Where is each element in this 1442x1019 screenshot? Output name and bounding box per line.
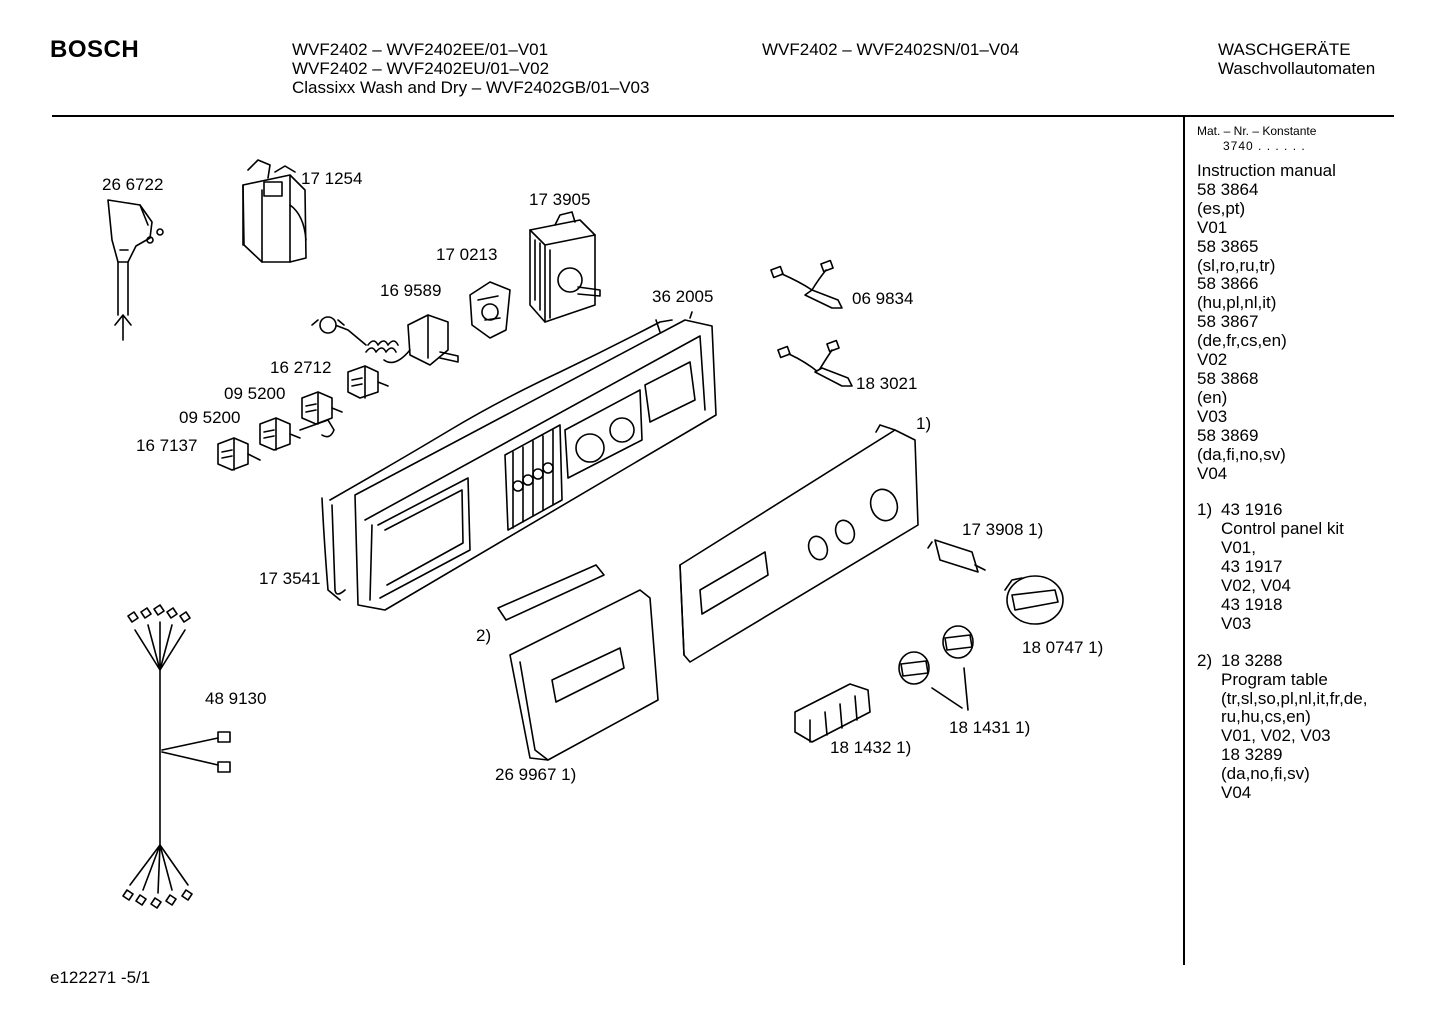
- part-label: 18 1431 1): [949, 718, 1031, 737]
- footnote-line: 18 3288: [1221, 650, 1283, 670]
- header-divider: [52, 115, 1394, 117]
- sidebar: Mat. – Nr. – Konstante 3740 . . . . . . …: [1197, 124, 1397, 821]
- pushbutton-switch-drawing: [218, 438, 260, 470]
- category-subline: Waschvollautomaten: [1218, 59, 1376, 78]
- footnote-line: Program table: [1221, 669, 1328, 689]
- footnote-mark: 2): [1197, 650, 1213, 670]
- part-label: 26 9967 1): [495, 765, 577, 784]
- part-label: 17 0213: [436, 245, 498, 264]
- wiring-harness-drawing: [123, 605, 230, 908]
- footnote: 1) 43 1916 Control panel kit V01, 43 191…: [1197, 500, 1397, 633]
- seal-drawing: [300, 320, 672, 600]
- footnote-line: V02, V04: [1221, 576, 1291, 596]
- control-panel-housing-drawing: [355, 312, 716, 610]
- manual-line: Instruction manual: [1197, 161, 1336, 180]
- footnote-line: 43 1916: [1221, 500, 1283, 520]
- footnote-line: Control panel kit: [1221, 519, 1344, 539]
- part-label: 16 2712: [270, 358, 332, 377]
- indicator-lamp-drawing: [928, 540, 985, 572]
- part-label: 18 1432 1): [830, 738, 912, 757]
- manual-line: 58 3868: [1197, 368, 1259, 388]
- category-title: WASCHGERÄTE Waschvollautomaten: [1218, 40, 1375, 78]
- thermostat-drawing: [312, 315, 458, 365]
- selector-knob-drawing: [1005, 576, 1063, 624]
- document-code: e122271 -5/1: [50, 968, 151, 987]
- part-label: 17 3541: [259, 569, 321, 588]
- part-label: 48 9130: [205, 689, 267, 708]
- footnote: 2) 18 3288 Program table (tr,sl,so,pl,nl…: [1197, 650, 1397, 803]
- program-table-strip-drawing: [498, 565, 604, 620]
- footnote-line: V03: [1221, 613, 1252, 633]
- footnote-line: V04: [1221, 783, 1252, 803]
- manual-line: (sl,ro,ru,tr): [1197, 255, 1276, 275]
- control-panel-front-drawing: [680, 425, 918, 662]
- part-label: 18 0747 1): [1022, 638, 1104, 657]
- footnote-line: 43 1917: [1221, 557, 1283, 577]
- part-label: 26 6722: [102, 175, 164, 194]
- footnote-line: 43 1918: [1221, 594, 1283, 614]
- mains-plug-drawing: [108, 200, 163, 340]
- manual-line: (hu,pl,nl,it): [1197, 293, 1277, 313]
- part-label: 17 1254: [301, 169, 363, 188]
- part-label: 09 5200: [224, 384, 286, 403]
- footnote-line: (tr,sl,so,pl,nl,it,fr,de,: [1221, 688, 1368, 708]
- footnote-line: ru,hu,cs,en): [1221, 707, 1311, 727]
- part-label: 16 9589: [380, 281, 442, 300]
- footnote-line: (da,no,fi,sv): [1221, 764, 1310, 784]
- bosch-logo: BOSCH: [50, 36, 140, 63]
- manual-line: (en): [1197, 387, 1228, 407]
- pushbutton-switch-drawing: [302, 392, 342, 424]
- manual-line: (da,fi,no,sv): [1197, 444, 1286, 464]
- footnote-marker: 1): [916, 414, 932, 433]
- manual-line: 58 3865: [1197, 236, 1259, 256]
- wiring-sensor-drawing: [778, 341, 852, 386]
- manual-line: V04: [1197, 463, 1228, 483]
- footnote-line: V01, V02, V03: [1221, 726, 1331, 746]
- manual-line: V01: [1197, 217, 1228, 237]
- part-label: 09 5200: [179, 408, 241, 427]
- part-label: 06 9834: [852, 289, 914, 308]
- exploded-parts-diagram: [0, 0, 1180, 1019]
- category-line: WASCHGERÄTE: [1218, 40, 1351, 59]
- manual-line: (es,pt): [1197, 198, 1246, 218]
- switch-drawing: [470, 282, 510, 338]
- drawer-handle-drawing: [510, 590, 658, 760]
- manual-list: Instruction manual 58 3864 (es,pt) V01 5…: [1197, 161, 1397, 483]
- manual-line: 58 3867: [1197, 312, 1259, 332]
- footnotes: 1) 43 1916 Control panel kit V01, 43 191…: [1197, 500, 1397, 803]
- part-label: 18 3021: [856, 374, 918, 393]
- model-line: WVF2402 – WVF2402EE/01–V01: [292, 40, 549, 59]
- pushbutton-switch-drawing: [348, 366, 388, 398]
- sidebar-divider: [1183, 116, 1185, 965]
- filter-drawing: [243, 160, 306, 262]
- part-label: 17 3908 1): [962, 520, 1044, 539]
- model-line: Classixx Wash and Dry – WVF2402GB/01–V03: [292, 78, 650, 97]
- footnote-line: 18 3289: [1221, 745, 1283, 765]
- footnote-line: V01,: [1221, 538, 1256, 558]
- footnote-mark: 1): [1197, 500, 1213, 520]
- footnote-marker: 2): [476, 626, 492, 645]
- manual-line: V03: [1197, 406, 1228, 426]
- button-block-drawing: [795, 684, 870, 742]
- manual-line: 58 3864: [1197, 179, 1259, 199]
- model-list-left: WVF2402 – WVF2402EE/01–V01 WVF2402 – WVF…: [292, 40, 649, 97]
- mat-constant: 3740 . . . . . .: [1223, 139, 1306, 153]
- manual-line: 58 3866: [1197, 274, 1259, 294]
- manual-line: (de,fr,cs,en): [1197, 331, 1287, 351]
- part-label: 16 7137: [136, 436, 198, 455]
- model-list-mid: WVF2402 – WVF2402SN/01–V04: [762, 40, 1019, 59]
- mat-number-header: Mat. – Nr. – Konstante: [1197, 124, 1317, 138]
- small-knob-drawing: [899, 626, 973, 710]
- manual-line: 58 3869: [1197, 425, 1259, 445]
- model-line: WVF2402 – WVF2402SN/01–V04: [762, 40, 1020, 59]
- manual-line: V02: [1197, 350, 1228, 370]
- model-line: WVF2402 – WVF2402EU/01–V02: [292, 59, 550, 78]
- wiring-sensor-drawing: [771, 261, 842, 308]
- programmer-drawing: [530, 212, 600, 322]
- part-label: 36 2005: [652, 287, 714, 306]
- part-label: 17 3905: [529, 190, 591, 209]
- pushbutton-switch-drawing: [260, 418, 300, 450]
